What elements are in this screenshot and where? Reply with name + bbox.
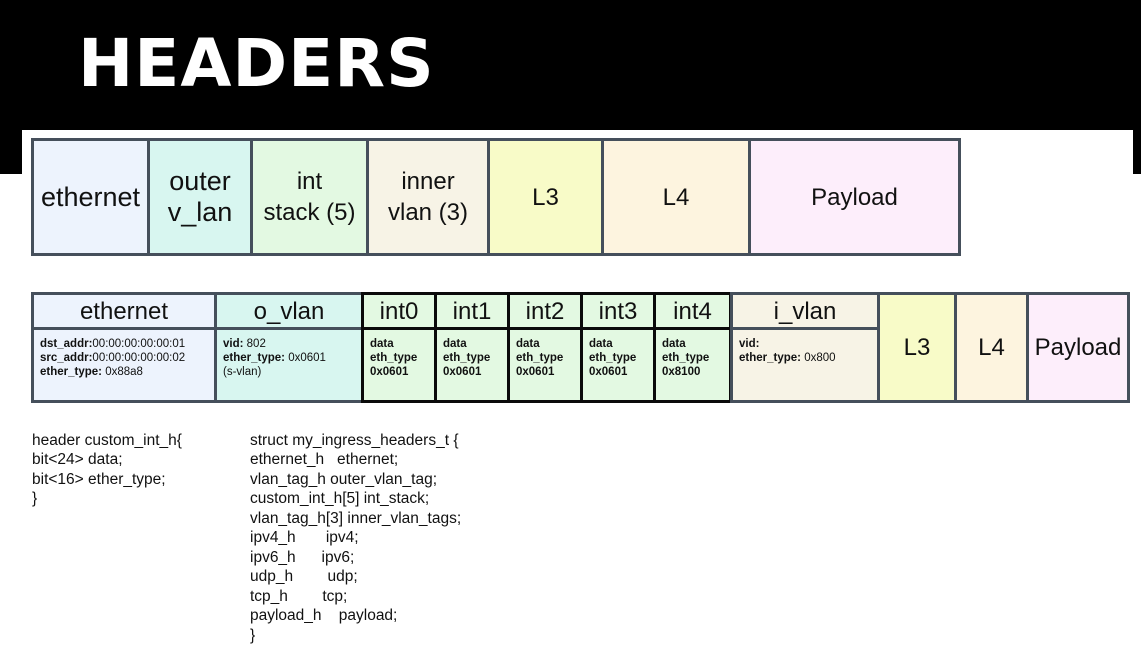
bottom-int4-header: int4 <box>673 298 712 325</box>
top-inner-vlan-line2: vlan (3) <box>387 199 469 226</box>
title-bar-edge-right <box>1133 128 1141 174</box>
field-line: vid: 802 <box>223 338 266 350</box>
top-l3-box: L3 <box>487 138 604 256</box>
bottom-o-vlan-header: o_vlan <box>253 298 325 325</box>
top-inner-vlan-line1: inner <box>401 168 455 195</box>
field-line: ether_type: 0x800 <box>739 352 836 364</box>
top-inner-vlan-box: inner vlan (3) <box>366 138 490 256</box>
custom-int-header-code: header custom_int_h{bit<24> data;bit<16>… <box>32 431 182 508</box>
bottom-o-vlan-fields: vid: 802 ether_type: 0x0601 (s-vlan) <box>223 337 359 379</box>
bottom-int0-header: int0 <box>379 298 419 325</box>
divider <box>583 327 653 330</box>
bottom-int1-header: int1 <box>452 298 492 325</box>
ingress-headers-struct-code: struct my_ingress_headers_t {ethernet_h … <box>250 431 462 644</box>
bottom-int3-header: int3 <box>598 298 638 325</box>
divider <box>364 327 434 330</box>
bottom-l4-box: L4 <box>954 292 1029 403</box>
top-int-stack-line1: int <box>296 168 323 195</box>
bottom-i-vlan-header: i_vlan <box>773 298 837 325</box>
bottom-ethernet-header: ethernet <box>79 298 169 325</box>
divider <box>733 327 877 330</box>
divider <box>510 327 580 330</box>
field-line: src_addr:00:00:00:00:00:02 <box>40 352 186 364</box>
top-l4-label: L4 <box>662 183 690 211</box>
divider <box>656 327 729 330</box>
title-bar <box>0 0 1141 130</box>
top-int-stack-box: int stack (5) <box>250 138 369 256</box>
top-l3-label: L3 <box>532 183 559 211</box>
divider <box>437 327 507 330</box>
top-ethernet-label: ethernet <box>40 181 141 212</box>
field-line: dst_addr:00:00:00:00:00:01 <box>40 338 186 350</box>
title-bar-edge-left <box>0 128 22 174</box>
bottom-l3-box: L3 <box>877 292 957 403</box>
top-outer-vlan-line1: outer <box>169 166 231 196</box>
top-payload-label: Payload <box>811 183 898 211</box>
field-line: vid: <box>739 338 760 350</box>
top-payload-box: Payload <box>748 138 961 256</box>
divider <box>217 327 361 330</box>
field-line: (s-vlan) <box>223 366 262 378</box>
divider <box>34 327 214 330</box>
slide-title: HEADERS <box>78 25 435 102</box>
bottom-i-vlan-fields: vid: ether_type: 0x800 <box>739 337 875 365</box>
bottom-ethernet-fields: dst_addr:00:00:00:00:00:01 src_addr:00:0… <box>40 337 212 379</box>
top-ethernet-box: ethernet <box>31 138 150 256</box>
field-line: ether_type: 0x0601 <box>223 352 326 364</box>
bottom-ethernet-cell: ethernet dst_addr:00:00:00:00:00:01 src_… <box>31 292 217 403</box>
bottom-i-vlan-cell: i_vlan vid: ether_type: 0x800 <box>730 292 880 403</box>
field-line: ether_type: 0x88a8 <box>40 366 143 378</box>
top-l4-box: L4 <box>601 138 751 256</box>
bottom-int2-header: int2 <box>525 298 565 325</box>
bottom-payload-box: Payload <box>1026 292 1130 403</box>
top-outer-vlan-line2: v_lan <box>167 197 233 227</box>
bottom-o-vlan-cell: o_vlan vid: 802 ether_type: 0x0601 (s-vl… <box>214 292 364 403</box>
top-int-stack-line2: stack (5) <box>263 199 356 226</box>
